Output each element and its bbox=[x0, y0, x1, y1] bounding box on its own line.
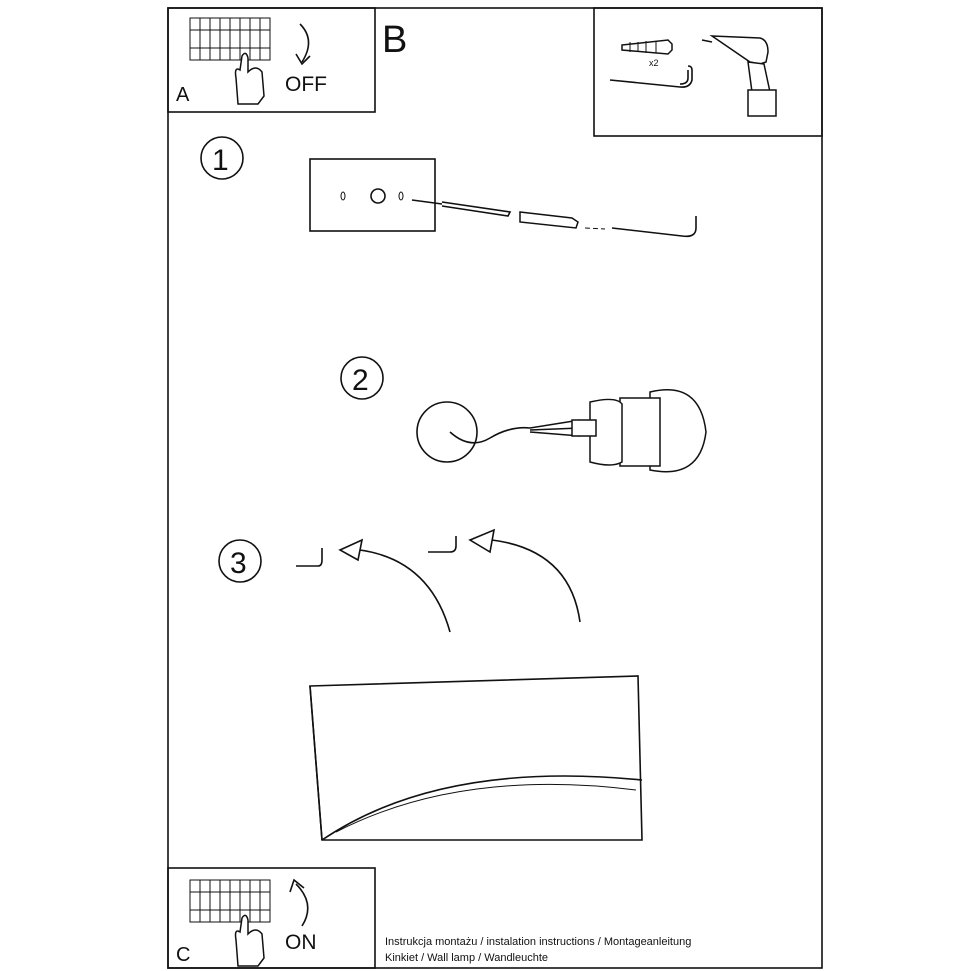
wall-plug-icon bbox=[519, 211, 579, 229]
arrow-icon bbox=[468, 528, 581, 623]
arrow-up-icon bbox=[289, 878, 309, 927]
footer-product-name: Kinkiet / Wall lamp / Wandleuchte bbox=[385, 952, 548, 964]
quantity-label: x2 bbox=[649, 58, 659, 68]
lamp-socket-icon bbox=[571, 389, 707, 473]
hand-icon bbox=[234, 914, 265, 967]
mounting-plate bbox=[309, 158, 436, 232]
step-3-number: 3 bbox=[230, 547, 247, 580]
hook-icon bbox=[296, 548, 323, 567]
step-3: 3 bbox=[218, 528, 581, 633]
hand-icon bbox=[234, 52, 265, 105]
panel-c-power-on: C ON bbox=[167, 867, 376, 969]
wall-lamp-shade bbox=[309, 675, 643, 841]
panel-a-label: A bbox=[176, 84, 190, 106]
panel-c-label: C bbox=[176, 944, 190, 966]
panel-b-label: B bbox=[382, 19, 407, 61]
off-label: OFF bbox=[285, 73, 327, 96]
arrow-icon bbox=[338, 538, 451, 633]
outer-frame bbox=[167, 7, 823, 969]
hook-icon bbox=[428, 536, 457, 553]
panel-a-power-off: A OFF bbox=[167, 7, 376, 113]
footer-instructions-title: Instrukcja montażu / instalation instruc… bbox=[385, 936, 691, 948]
step-2: 2 bbox=[340, 356, 707, 473]
on-label: ON bbox=[285, 931, 317, 954]
step-1: 1 bbox=[200, 136, 697, 238]
screw-icon bbox=[411, 199, 512, 217]
wall-plug-icon bbox=[621, 39, 673, 55]
breaker-panel-icon bbox=[189, 879, 271, 923]
hook-screw-icon bbox=[611, 216, 697, 238]
breaker-panel-icon bbox=[189, 17, 271, 61]
tools-panel: x2 bbox=[593, 7, 823, 137]
junction-box bbox=[416, 401, 478, 463]
drill-icon bbox=[701, 35, 777, 117]
arrow-down-icon bbox=[295, 23, 311, 66]
hook-screw-icon bbox=[609, 65, 693, 88]
wires bbox=[449, 419, 581, 444]
step-2-number: 2 bbox=[352, 364, 369, 397]
step-1-number: 1 bbox=[212, 144, 229, 177]
